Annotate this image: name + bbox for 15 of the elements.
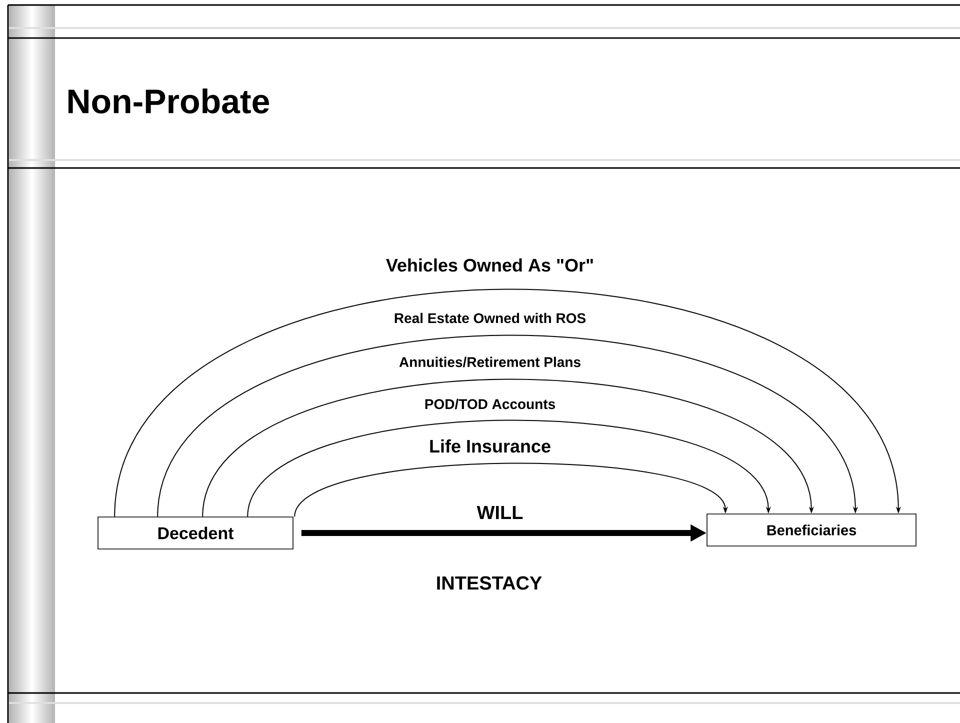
curved-arrow xyxy=(114,288,901,518)
edge-label: POD/TOD Accounts xyxy=(425,398,556,410)
curved-arrow xyxy=(157,334,858,518)
box: Decedent xyxy=(98,516,294,550)
edge-label: Vehicles Owned As "Or" xyxy=(386,258,593,272)
title: Non-Probate xyxy=(68,88,270,114)
edge-label: Annuities/Retirement Plans xyxy=(399,356,580,368)
box: Beneficiaries xyxy=(706,514,916,546)
edge-label: Real Estate Owned with ROS xyxy=(394,312,586,324)
curved-arrow xyxy=(202,378,814,518)
curved-arrow xyxy=(294,462,728,518)
edge-label: Life Insurance xyxy=(430,439,550,453)
text-label: INTESTACY xyxy=(437,576,542,590)
curved-arrow xyxy=(247,420,771,518)
edge-label: WILL xyxy=(476,506,523,520)
